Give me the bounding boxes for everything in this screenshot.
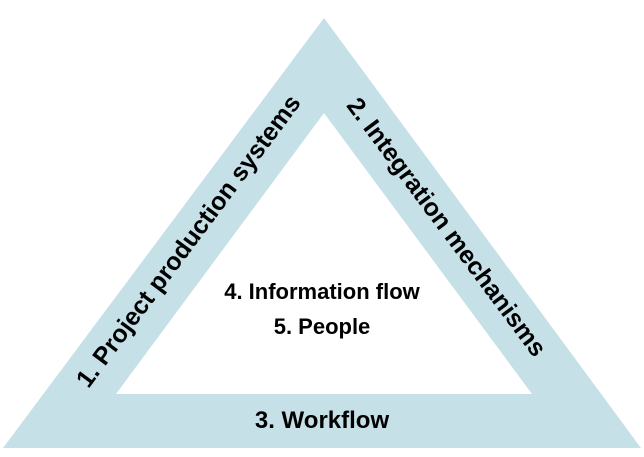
- bottom-side-label: 3. Workflow: [255, 407, 390, 434]
- center-label-information-flow: 4. Information flow: [224, 279, 420, 304]
- center-label-people: 5. People: [274, 314, 371, 339]
- inner-triangle: [116, 113, 532, 394]
